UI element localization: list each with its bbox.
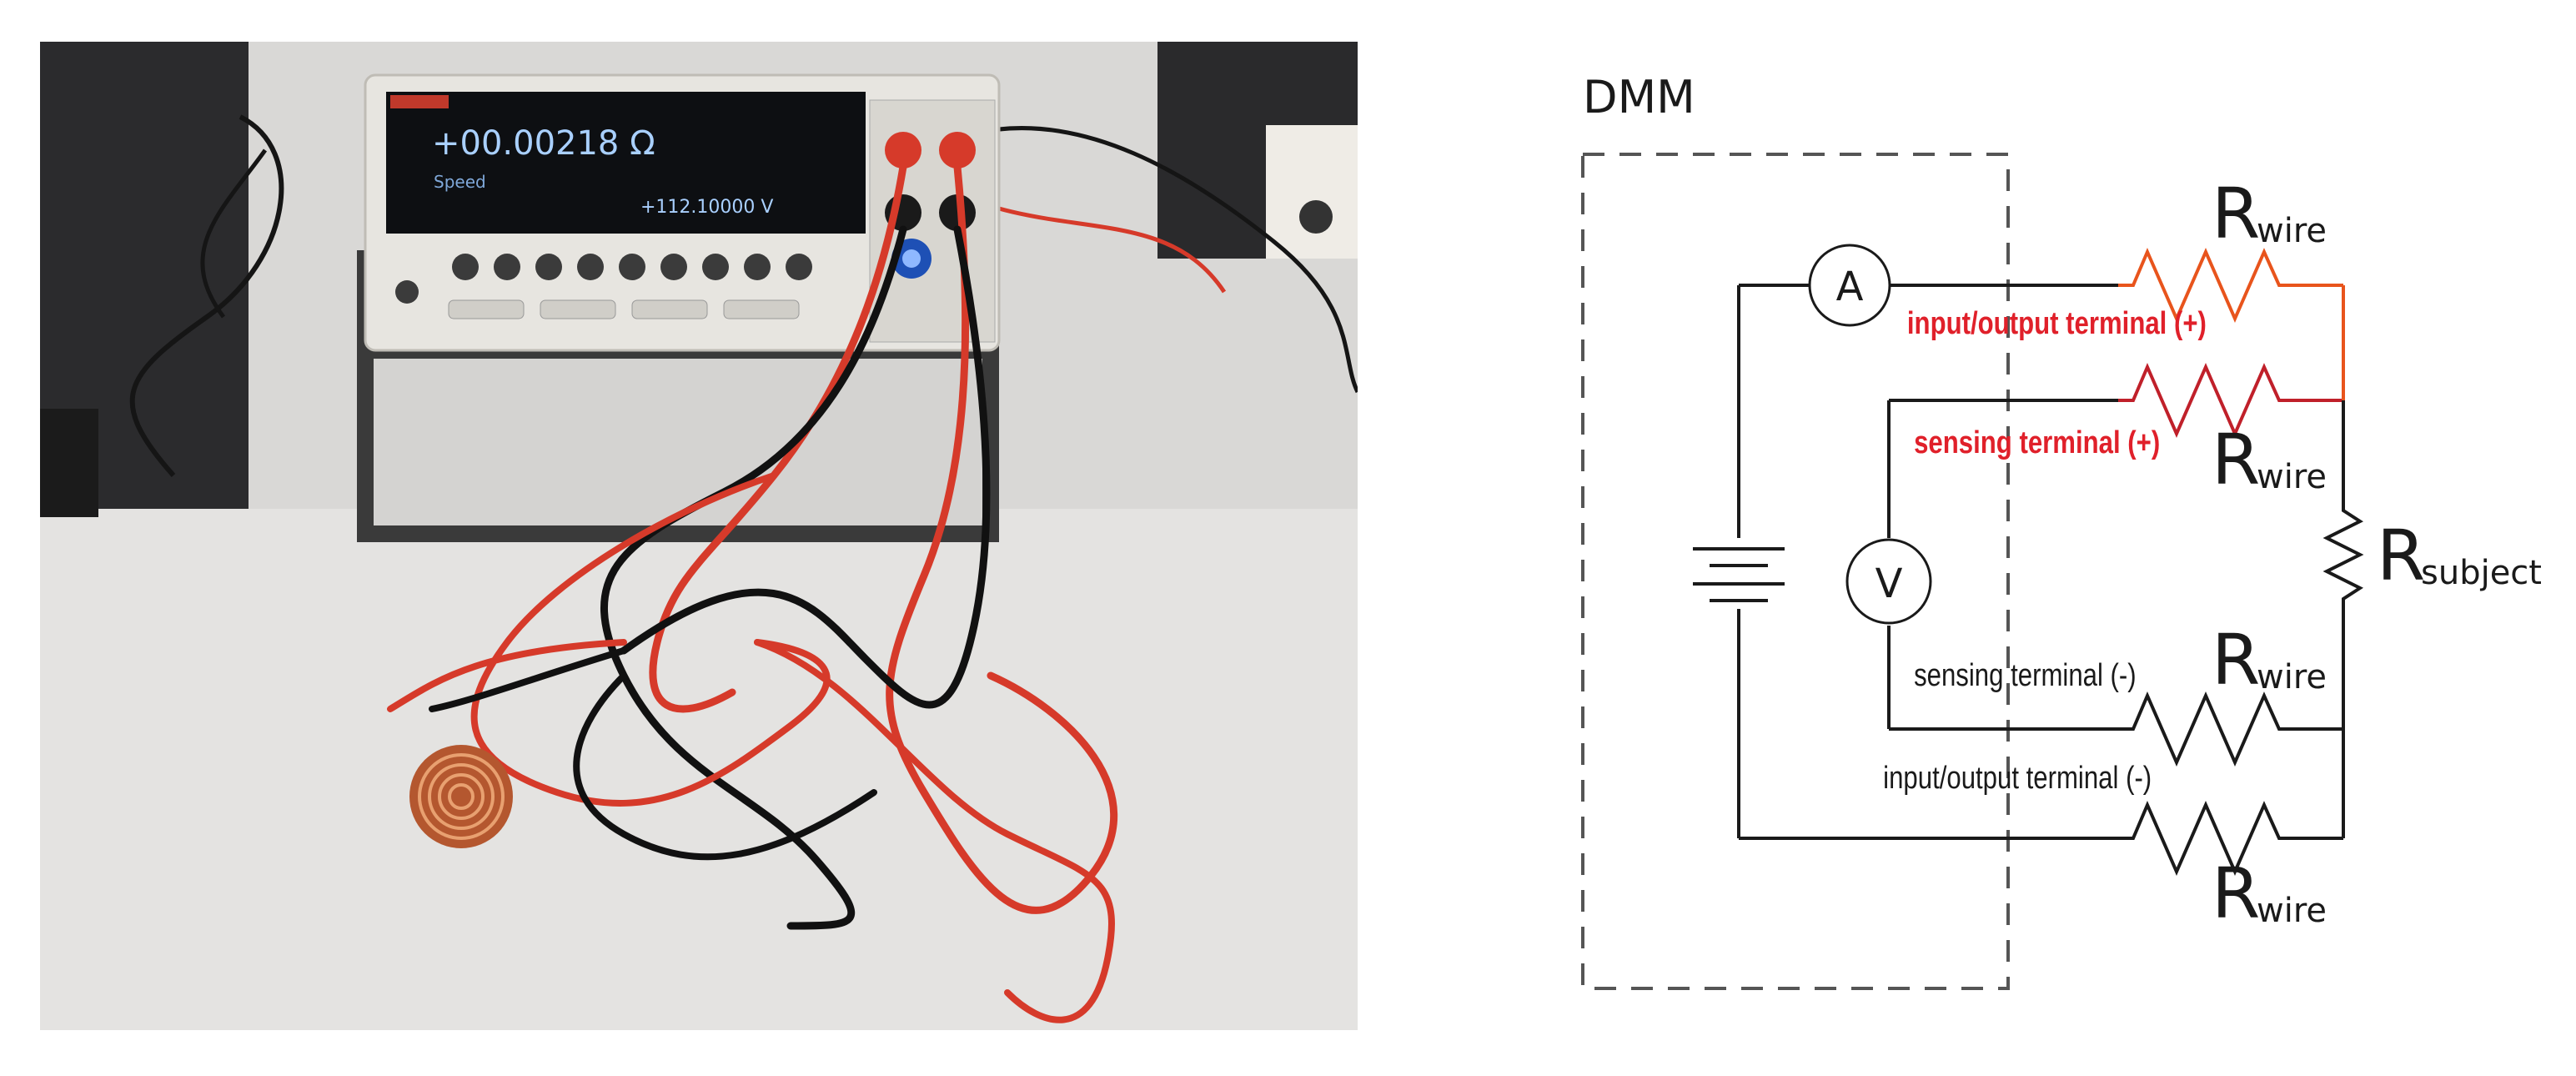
front-buttons: [395, 254, 812, 319]
label-io-minus: input/output terminal (-): [1883, 761, 2152, 796]
bg-cable-3: [973, 126, 1360, 394]
brand-badge: [390, 95, 449, 108]
circuit-svg: DMM A V: [1581, 71, 2542, 990]
svg-text:subject: subject: [2421, 554, 2542, 592]
ammeter-symbol: A: [1836, 264, 1864, 310]
voltmeter-icon: [1845, 538, 1932, 625]
svg-text:wire: wire: [2257, 212, 2327, 250]
sense-loop-wires: [1887, 399, 2118, 731]
coil-sample: [409, 745, 513, 848]
left-device-base: [40, 409, 98, 517]
ammeter-icon: [1808, 244, 1891, 327]
svg-text:R: R: [2212, 173, 2260, 254]
stand-opening: [374, 359, 982, 525]
label-sense-minus: sensing terminal (-): [1914, 658, 2137, 693]
terminals: [869, 99, 996, 343]
voltmeter-symbol: V: [1876, 561, 1903, 607]
bg-cable-1: [129, 114, 284, 477]
svg-text:wire: wire: [2257, 458, 2327, 496]
dmm-display: [386, 92, 866, 234]
svg-text:R: R: [2377, 515, 2425, 596]
r-wire-label-4: R wire: [2212, 852, 2327, 934]
dmm-title: DMM: [1583, 71, 1695, 123]
r-wire-label-3: R wire: [2212, 619, 2327, 701]
test-leads: [387, 163, 1118, 1023]
display-source: +112.10000 V: [640, 197, 773, 218]
resistor-wire-top: [2118, 247, 2343, 323]
resistor-wire-sense-minus: [2118, 691, 2343, 767]
svg-text:R: R: [2212, 852, 2260, 934]
dmm-boundary: [1581, 153, 2010, 990]
r-subject-label: R subject: [2377, 515, 2542, 596]
r-wire-label-2: R wire: [2212, 419, 2327, 500]
label-sense-plus: sensing terminal (+): [1914, 425, 2160, 460]
current-loop-wires: [1737, 284, 2118, 840]
resistor-subject: [2322, 505, 2364, 605]
display-reading: +00.00218 Ω: [432, 124, 655, 163]
resistor-wire-sense-plus: [2118, 362, 2343, 438]
display-speed: Speed: [434, 172, 486, 192]
r-wire-label-1: R wire: [2212, 173, 2327, 254]
right-device-knob: [1299, 200, 1333, 234]
bg-cable-red: [998, 206, 1227, 294]
resistor-wire-bottom: [2118, 800, 2343, 876]
svg-text:wire: wire: [2257, 658, 2327, 696]
svg-text:R: R: [2212, 619, 2260, 701]
bench-photo: +00.00218 Ω Speed +112.10000 V: [40, 42, 1360, 1030]
bench-photo-svg: +00.00218 Ω Speed +112.10000 V: [40, 42, 1360, 1030]
bg-cable-2: [200, 148, 268, 319]
right-device-panel: [1266, 125, 1358, 259]
svg-text:R: R: [2212, 419, 2260, 500]
label-io-plus: input/output terminal (+): [1907, 306, 2207, 341]
four-wire-circuit-diagram: DMM A V: [1534, 0, 2576, 1073]
battery-icon: [1693, 547, 1785, 602]
svg-text:wire: wire: [2257, 892, 2327, 930]
